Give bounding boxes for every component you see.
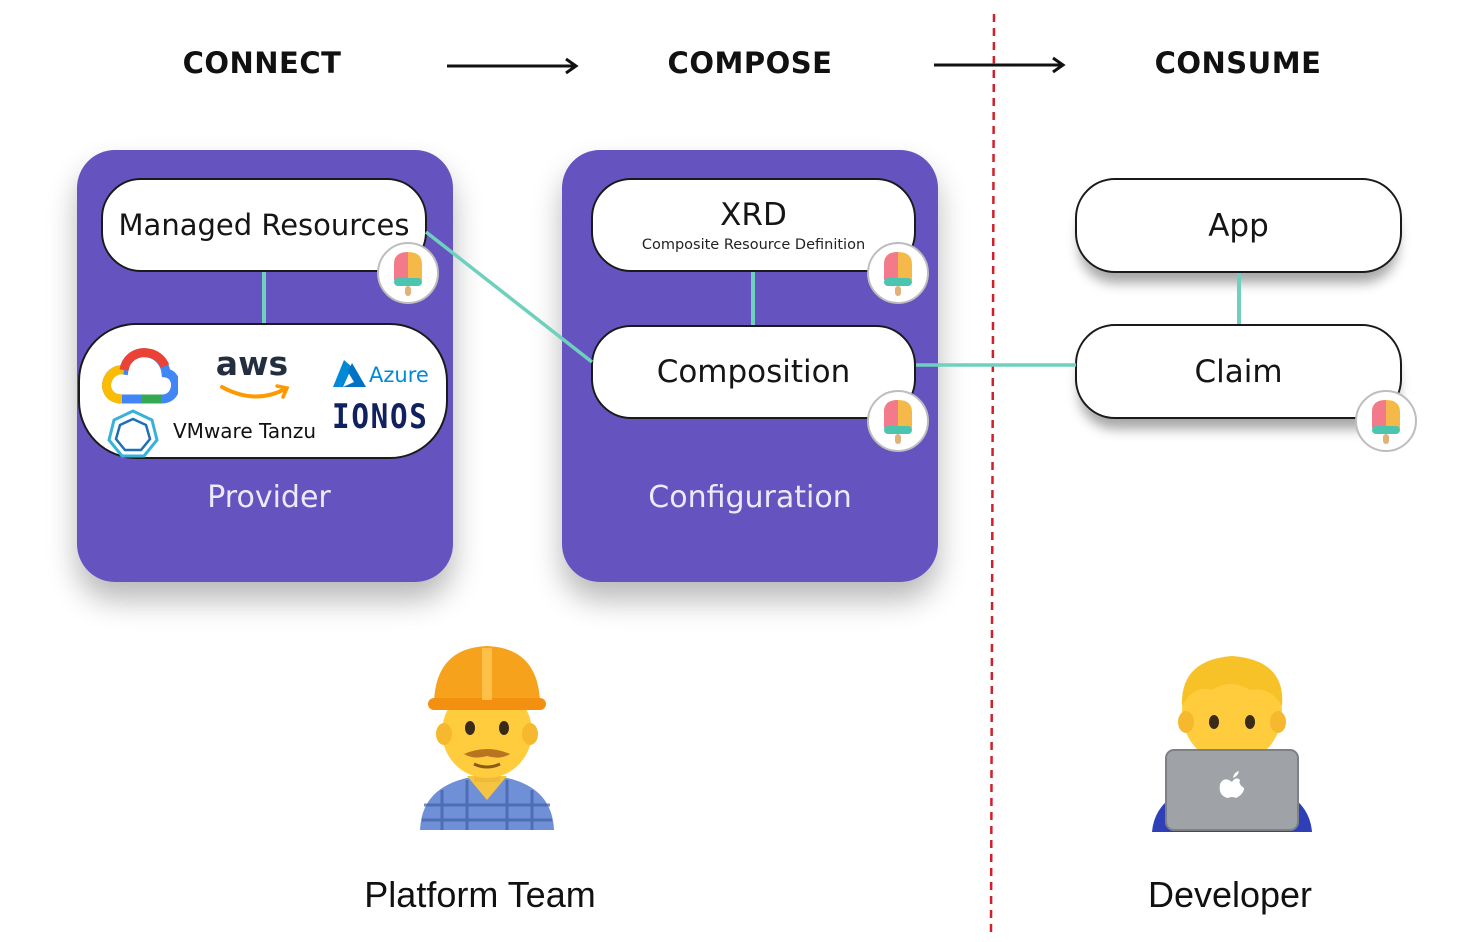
stage-connect: CONNECT [182, 46, 342, 80]
connector-xrd-composition [751, 272, 755, 325]
azure-logo: Azure [369, 363, 429, 387]
popsicle-icon [867, 242, 929, 304]
azure-icon [333, 360, 366, 387]
platform-team-label: Platform Team [364, 874, 596, 915]
popsicle-icon [377, 242, 439, 304]
stage-compose: COMPOSE [667, 46, 833, 80]
google-cloud-icon [102, 348, 178, 404]
ionos-logo: IONOS [332, 397, 429, 437]
composition-pill[interactable]: Composition [591, 325, 916, 419]
aws-logo: aws [215, 344, 289, 383]
managed-resources-pill[interactable]: Managed Resources [101, 178, 427, 272]
construction-worker-emoji [420, 646, 554, 830]
cloud-providers-pill: aws Azure VMware Tanzu IONOS [78, 323, 448, 459]
popsicle-icon [1355, 390, 1417, 452]
app-label: App [1208, 207, 1269, 244]
vmware-tanzu-logo: VMware Tanzu [173, 419, 317, 443]
app-pill[interactable]: App [1075, 178, 1402, 273]
aws-smile-icon [220, 384, 290, 399]
arrow-connect-compose [447, 57, 579, 75]
connector-managed-providers [262, 272, 266, 324]
connector-app-claim [1237, 273, 1241, 324]
xrd-pill[interactable]: XRD Composite Resource Definition [591, 178, 916, 272]
arrow-compose-consume [934, 56, 1066, 74]
developer-label: Developer [1147, 874, 1313, 915]
popsicle-icon [867, 390, 929, 452]
composition-label: Composition [656, 354, 851, 390]
xrd-label: XRD [720, 197, 787, 233]
configuration-label: Configuration [648, 480, 852, 515]
vmware-tanzu-icon [107, 409, 159, 458]
managed-resources-label: Managed Resources [118, 208, 410, 242]
claim-label: Claim [1194, 353, 1283, 390]
technologist-emoji [1152, 656, 1312, 832]
stage-consume: CONSUME [1154, 46, 1322, 80]
xrd-subtitle: Composite Resource Definition [641, 237, 866, 253]
connector-managed-composition [424, 230, 594, 364]
claim-pill[interactable]: Claim [1075, 324, 1402, 419]
provider-label: Provider [207, 480, 331, 515]
